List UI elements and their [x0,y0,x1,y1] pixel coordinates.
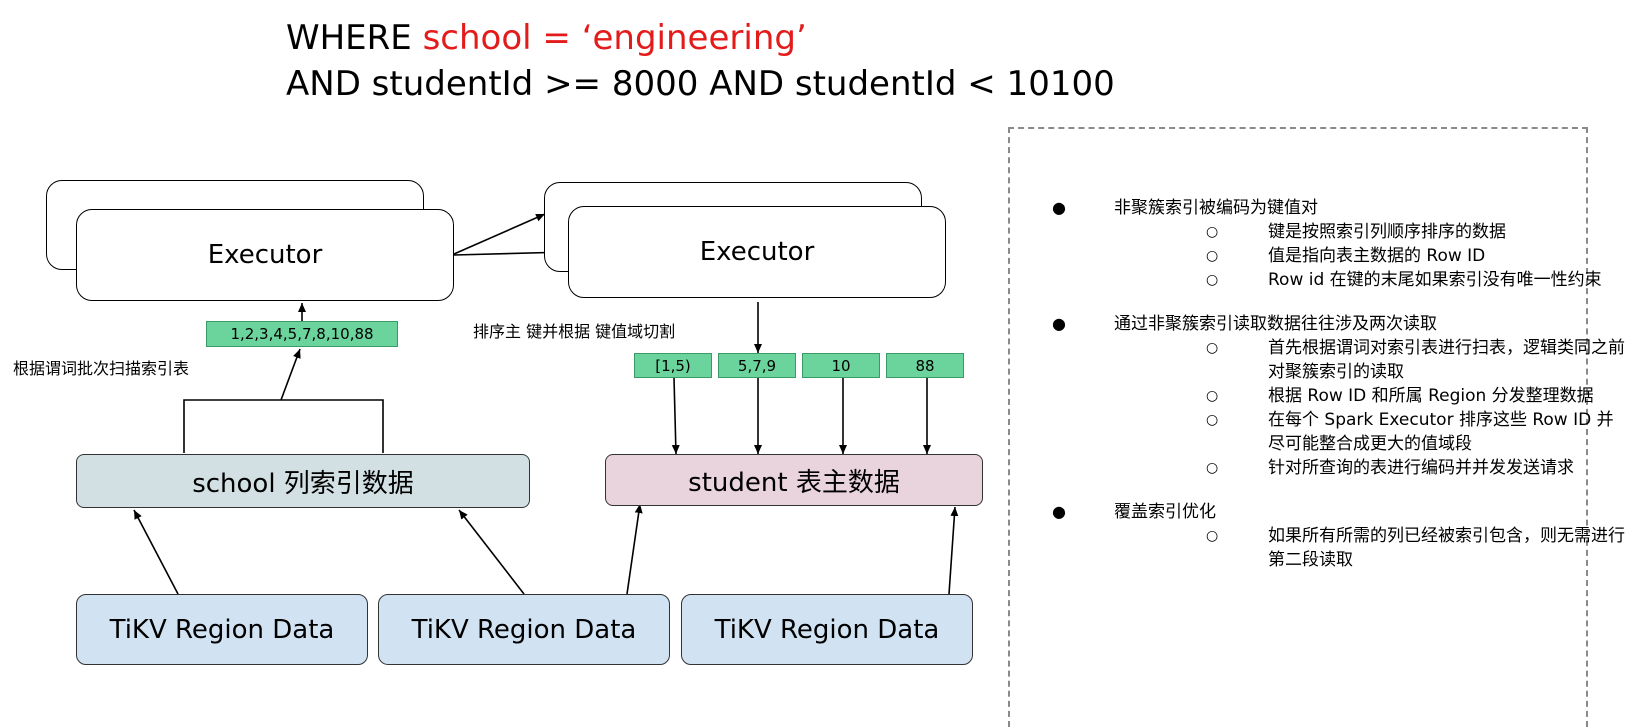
scan-index-label: 根据谓词批次扫描索引表 [13,359,190,378]
tikv-region-2: TiKV Region Data [378,594,670,665]
sub-note: ○如果所有所需的列已经被索引包含，则无需进行第二段读取 [1206,526,1625,570]
query-and-line: AND studentId >= 8000 AND studentId < 10… [286,64,1115,104]
executor-right: Executor [568,206,946,298]
sub-note: ○Row id 在键的末尾如果索引没有唯一性约束 [1206,270,1602,290]
arrow-index-to-chip [280,348,301,401]
sort-split-label: 排序主 键并根据 键值域切割 [473,322,676,341]
note-item: ● 通过非聚簇索引读取数据往往涉及两次读取 ○首先根据谓词对索引表进行扫表，逻辑… [1050,312,1625,480]
sub-note: ○值是指向表主数据的 Row ID [1206,246,1486,266]
range-chip-1: [1,5) [634,353,712,378]
sorted-row-ids-chip: 1,2,3,4,5,7,8,10,88 [206,321,398,347]
executor-left: Executor [76,209,454,301]
arrow-region2-to-table [626,503,643,595]
query-where-line: WHERE school = ‘engineering’ [286,18,807,58]
student-table-data: student 表主数据 [605,454,983,506]
range-chip-2: 5,7,9 [718,353,796,378]
circle-bullet-icon: ○ [1206,412,1219,428]
sub-note: ○键是按照索引列顺序排序的数据 [1206,222,1506,242]
circle-bullet-icon: ○ [1206,248,1219,264]
circle-bullet-icon: ○ [1206,224,1219,240]
circle-bullet-icon: ○ [1206,272,1219,288]
bullet-dot-icon: ● [1052,314,1066,333]
circle-bullet-icon: ○ [1206,388,1219,404]
bullet-dot-icon: ● [1052,198,1066,217]
school-index-data: school 列索引数据 [76,454,530,508]
tikv-region-1: TiKV Region Data [76,594,368,665]
range-chip-4: 88 [886,353,964,378]
note-item: ● 非聚簇索引被编码为键值对 ○键是按照索引列顺序排序的数据 ○值是指向表主数据… [1050,196,1602,292]
tikv-region-3: TiKV Region Data [681,594,973,665]
note-item: ● 覆盖索引优化 ○如果所有所需的列已经被索引包含，则无需进行第二段读取 [1050,500,1625,572]
circle-bullet-icon: ○ [1206,340,1219,356]
arrow-region3-to-table [948,506,959,595]
circle-bullet-icon: ○ [1206,460,1219,476]
bracket-school-index [183,399,384,453]
where-keyword: WHERE [286,18,423,58]
notes-list: ● 非聚簇索引被编码为键值对 ○键是按照索引列顺序排序的数据 ○值是指向表主数据… [1050,196,1625,592]
arrow-region2-to-index [458,509,525,595]
sub-note: ○首先根据谓词对索引表进行扫表，逻辑类同之前对聚簇索引的读取 [1206,338,1625,382]
circle-bullet-icon: ○ [1206,528,1219,544]
notes-panel [1008,127,1588,727]
range-chip-3: 10 [802,353,880,378]
sub-note: ○根据 Row ID 和所属 Region 分发整理数据 [1206,386,1594,406]
note-heading: 通过非聚簇索引读取数据往往涉及两次读取 [1114,314,1437,334]
note-heading: 非聚簇索引被编码为键值对 [1114,198,1318,218]
arrow-region1-to-index [133,509,179,595]
sub-note: ○在每个 Spark Executor 排序这些 Row ID 并尽可能整合成更… [1206,410,1614,454]
note-heading: 覆盖索引优化 [1114,502,1216,522]
arrow-chip1-to-table [671,377,680,455]
bullet-dot-icon: ● [1052,502,1066,521]
school-condition: school = ‘engineering’ [422,18,807,58]
sub-note: ○针对所查询的表进行编码并并发发送请求 [1206,458,1574,478]
arrow-executor-to-back-executor [453,213,546,255]
